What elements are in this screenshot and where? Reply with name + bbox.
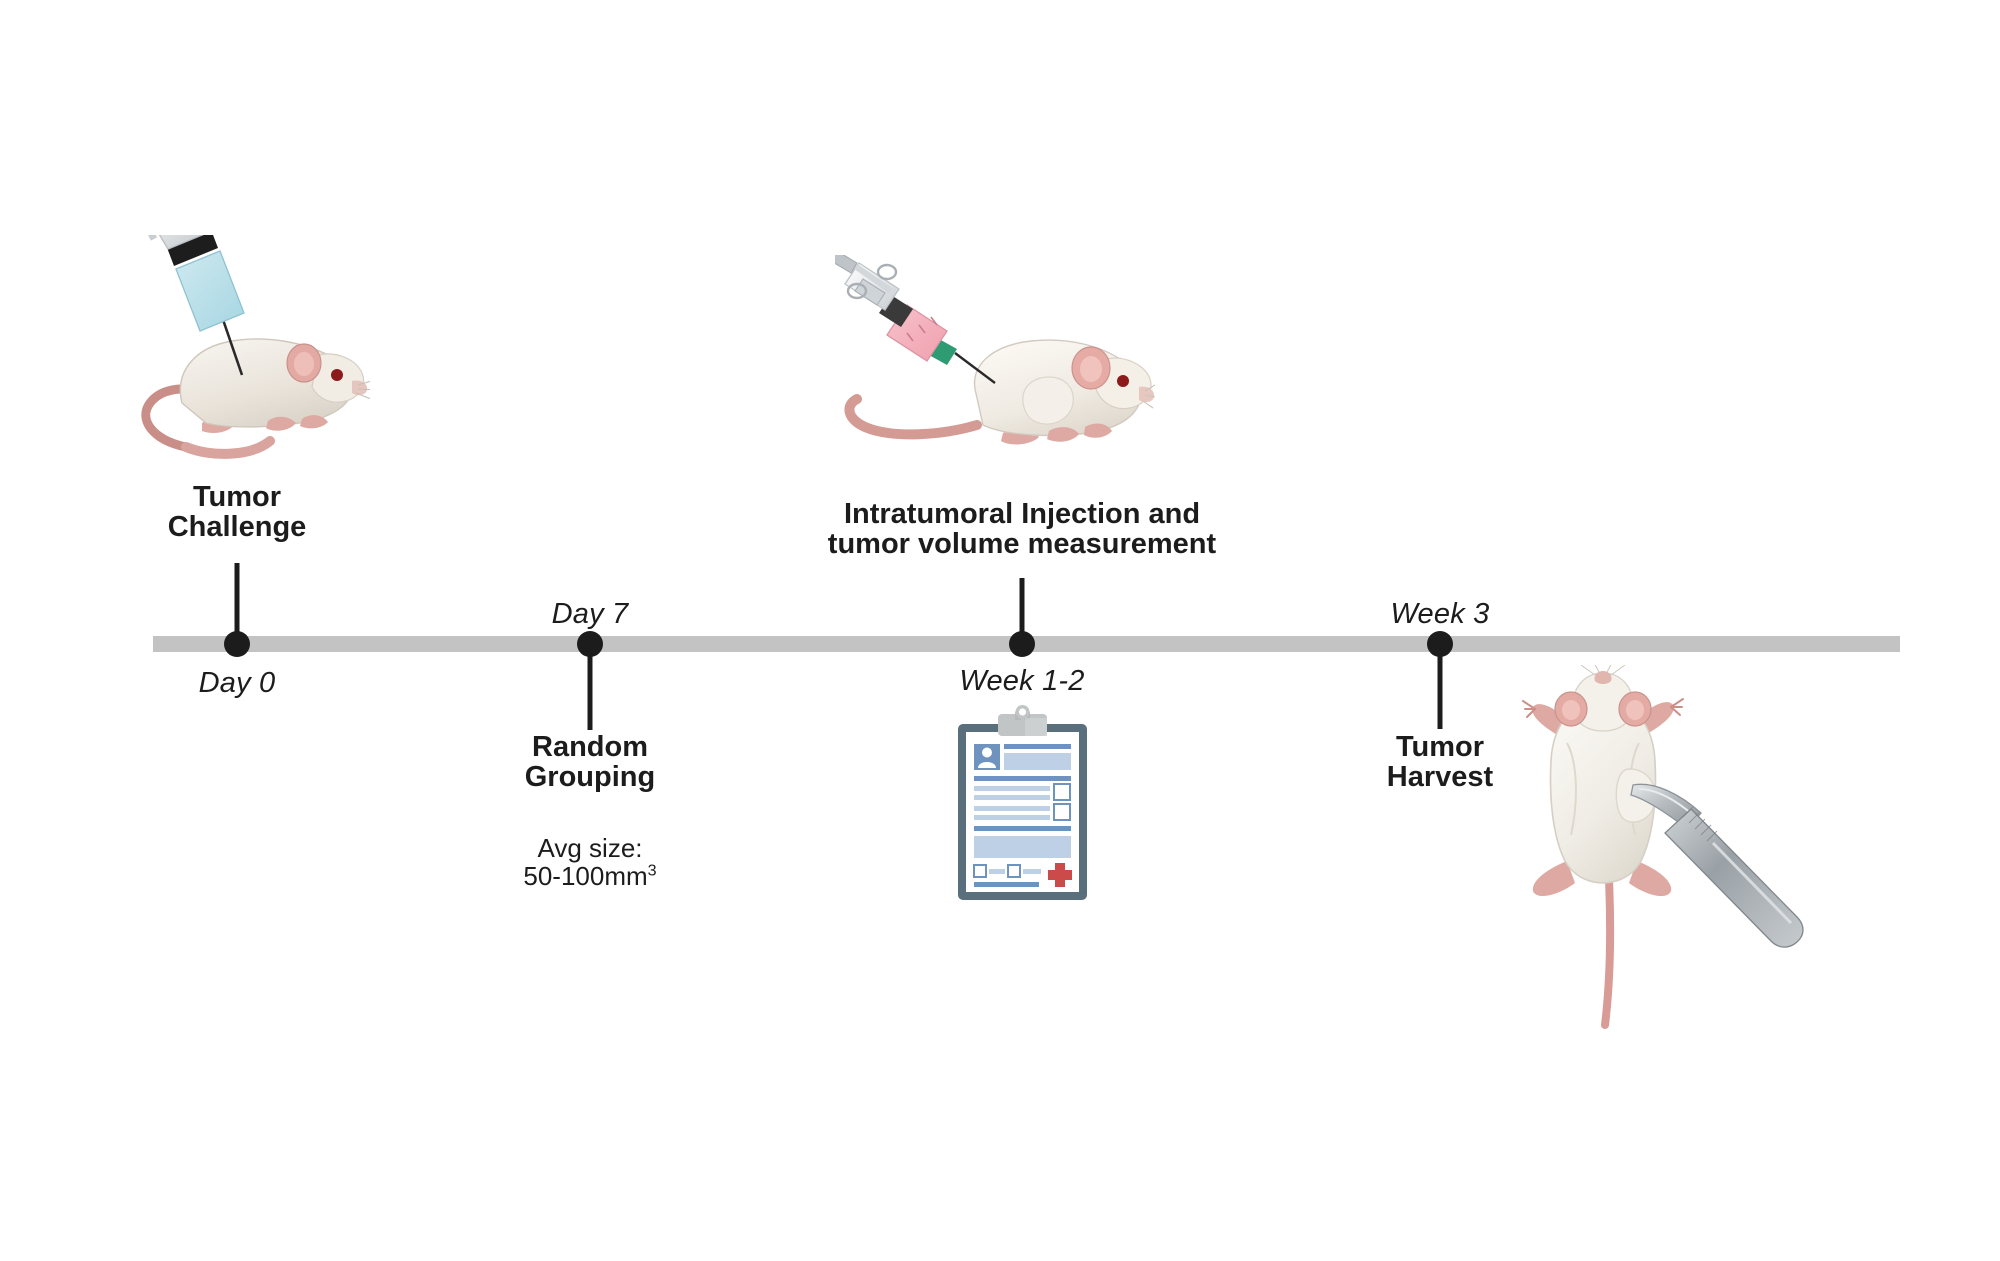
- node-stem-random-grouping: [587, 652, 593, 730]
- axis-label-day-0: Day 0: [198, 667, 276, 699]
- node-stem-tumor-harvest: [1437, 652, 1443, 729]
- node-subtitle-random-grouping: Avg size: 50-100mm3: [440, 806, 740, 890]
- medical-record-clipboard-illustration: [955, 702, 1090, 902]
- node-title-tumor-harvest: Tumor Harvest: [1386, 731, 1494, 793]
- mouse-with-syringe-blue-illustration: [90, 141, 381, 475]
- node-stem-tumor-challenge: [234, 563, 240, 644]
- node-stem-intratumoral-injection: [1019, 578, 1025, 644]
- node-subtitle-text: Avg size: 50-100mm: [523, 833, 648, 892]
- node-title-intratumoral-injection: Intratumoral Injection and tumor volume …: [827, 498, 1217, 560]
- axis-label-week-1-2: Week 1-2: [959, 665, 1085, 697]
- axis-label-week-3: Week 3: [1390, 598, 1490, 630]
- mouse-with-syringe-pink-illustration: [830, 250, 1156, 470]
- node-dot-tumor-challenge[interactable]: [224, 631, 250, 657]
- axis-label-day-7: Day 7: [551, 598, 629, 630]
- node-title-random-grouping: Random Grouping: [524, 731, 656, 793]
- node-subtitle-superscript: 3: [647, 861, 657, 880]
- node-title-tumor-challenge: Tumor Challenge: [167, 481, 307, 543]
- node-dot-intratumoral-injection[interactable]: [1009, 631, 1035, 657]
- mouse-dorsal-with-scalpel-illustration: [1505, 660, 1845, 1055]
